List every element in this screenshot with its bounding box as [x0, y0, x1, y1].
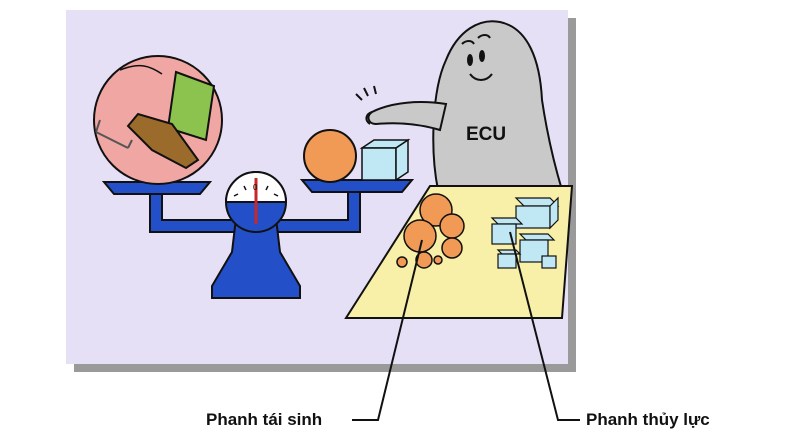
pan-orange-ball: [303, 129, 357, 183]
hydraulic-cubes: [490, 196, 560, 269]
callout-regenerative-brake: Phanh tái sinh: [206, 410, 323, 429]
pan-ice-cube: [359, 138, 411, 182]
regenerative-balls: [396, 193, 465, 269]
gauge-zero-label: 0: [253, 183, 258, 192]
ecu-robot: [355, 20, 564, 191]
balance-scale: [101, 171, 415, 299]
brake-foot-illustration: [93, 55, 223, 185]
ecu-label: ECU: [466, 124, 506, 145]
callout-lines: [352, 231, 580, 421]
callout-hydraulic-brake: Phanh thủy lực: [586, 410, 710, 429]
